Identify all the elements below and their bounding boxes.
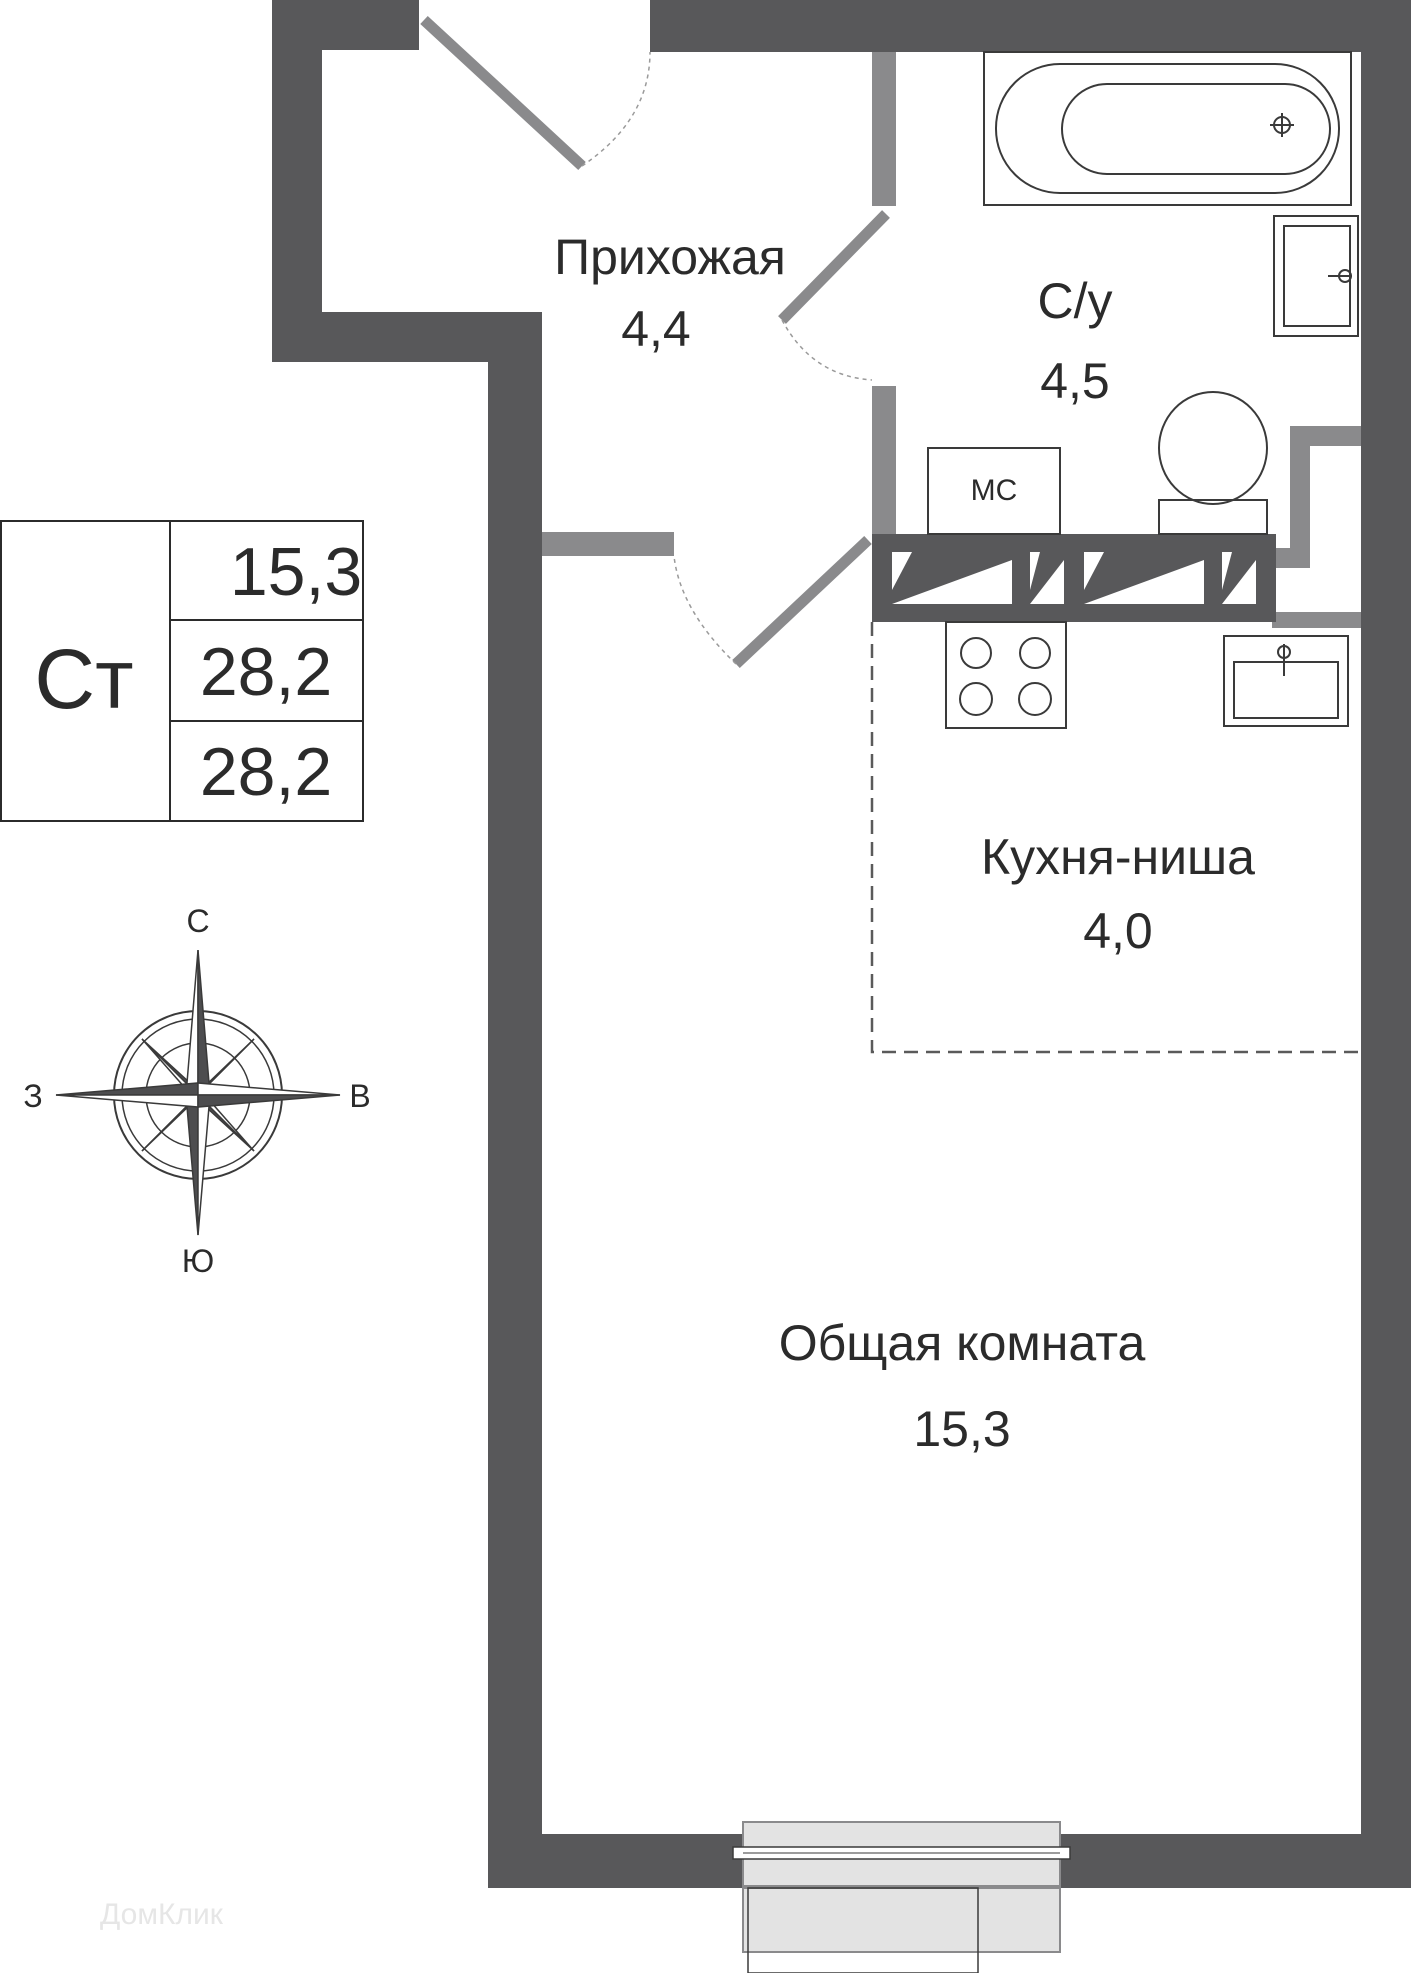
living-area-value: 15,3: [230, 534, 362, 610]
apartment-type: Ст: [34, 632, 133, 726]
bathtub: [983, 51, 1352, 206]
compass-west-label: З: [23, 1078, 42, 1114]
compass-east-label: В: [349, 1078, 370, 1114]
hallway-name: Прихожая: [554, 229, 786, 285]
hallway-area: 4,4: [621, 301, 691, 357]
kitchen-sink: [1223, 635, 1349, 727]
bathroom-name: С/у: [1038, 273, 1113, 329]
kitchen-niche-boundary: [870, 622, 1361, 1054]
living-room-name: Общая комната: [779, 1315, 1146, 1371]
doors: [420, 15, 890, 669]
bathroom-area: 4,5: [1040, 353, 1110, 409]
stove: [945, 621, 1067, 729]
bathroom-sink: [1273, 215, 1359, 337]
living-room-area: 15,3: [913, 1401, 1010, 1457]
watermark-logo: ДомКлик: [100, 1898, 224, 1931]
window: [732, 1821, 1071, 1973]
living-room-door: [732, 535, 872, 669]
total-area-value: 28,2: [200, 634, 332, 710]
area-table: Ст 15,3 28,2 28,2: [0, 520, 364, 822]
bathroom-door: [778, 210, 890, 324]
total-with-balcony-value: 28,2: [200, 734, 332, 810]
compass-north-label: С: [186, 903, 209, 939]
washing-machine: МС: [927, 447, 1061, 535]
ventilation-shaft: [872, 534, 1276, 622]
toilet: [1158, 391, 1268, 535]
compass-south-label: Ю: [182, 1243, 214, 1279]
compass-rose: С Ю З В: [23, 903, 370, 1279]
washing-machine-label: МС: [971, 474, 1018, 507]
entrance-door: [420, 15, 586, 171]
kitchen-area: 4,0: [1083, 903, 1153, 959]
exterior-walls: [272, 0, 1411, 1888]
room-labels: Прихожая 4,4 С/у 4,5 Кухня-ниша 4,0 Обща…: [554, 229, 1255, 1457]
interior-partitions: [542, 52, 1361, 628]
kitchen-name: Кухня-ниша: [981, 829, 1255, 885]
